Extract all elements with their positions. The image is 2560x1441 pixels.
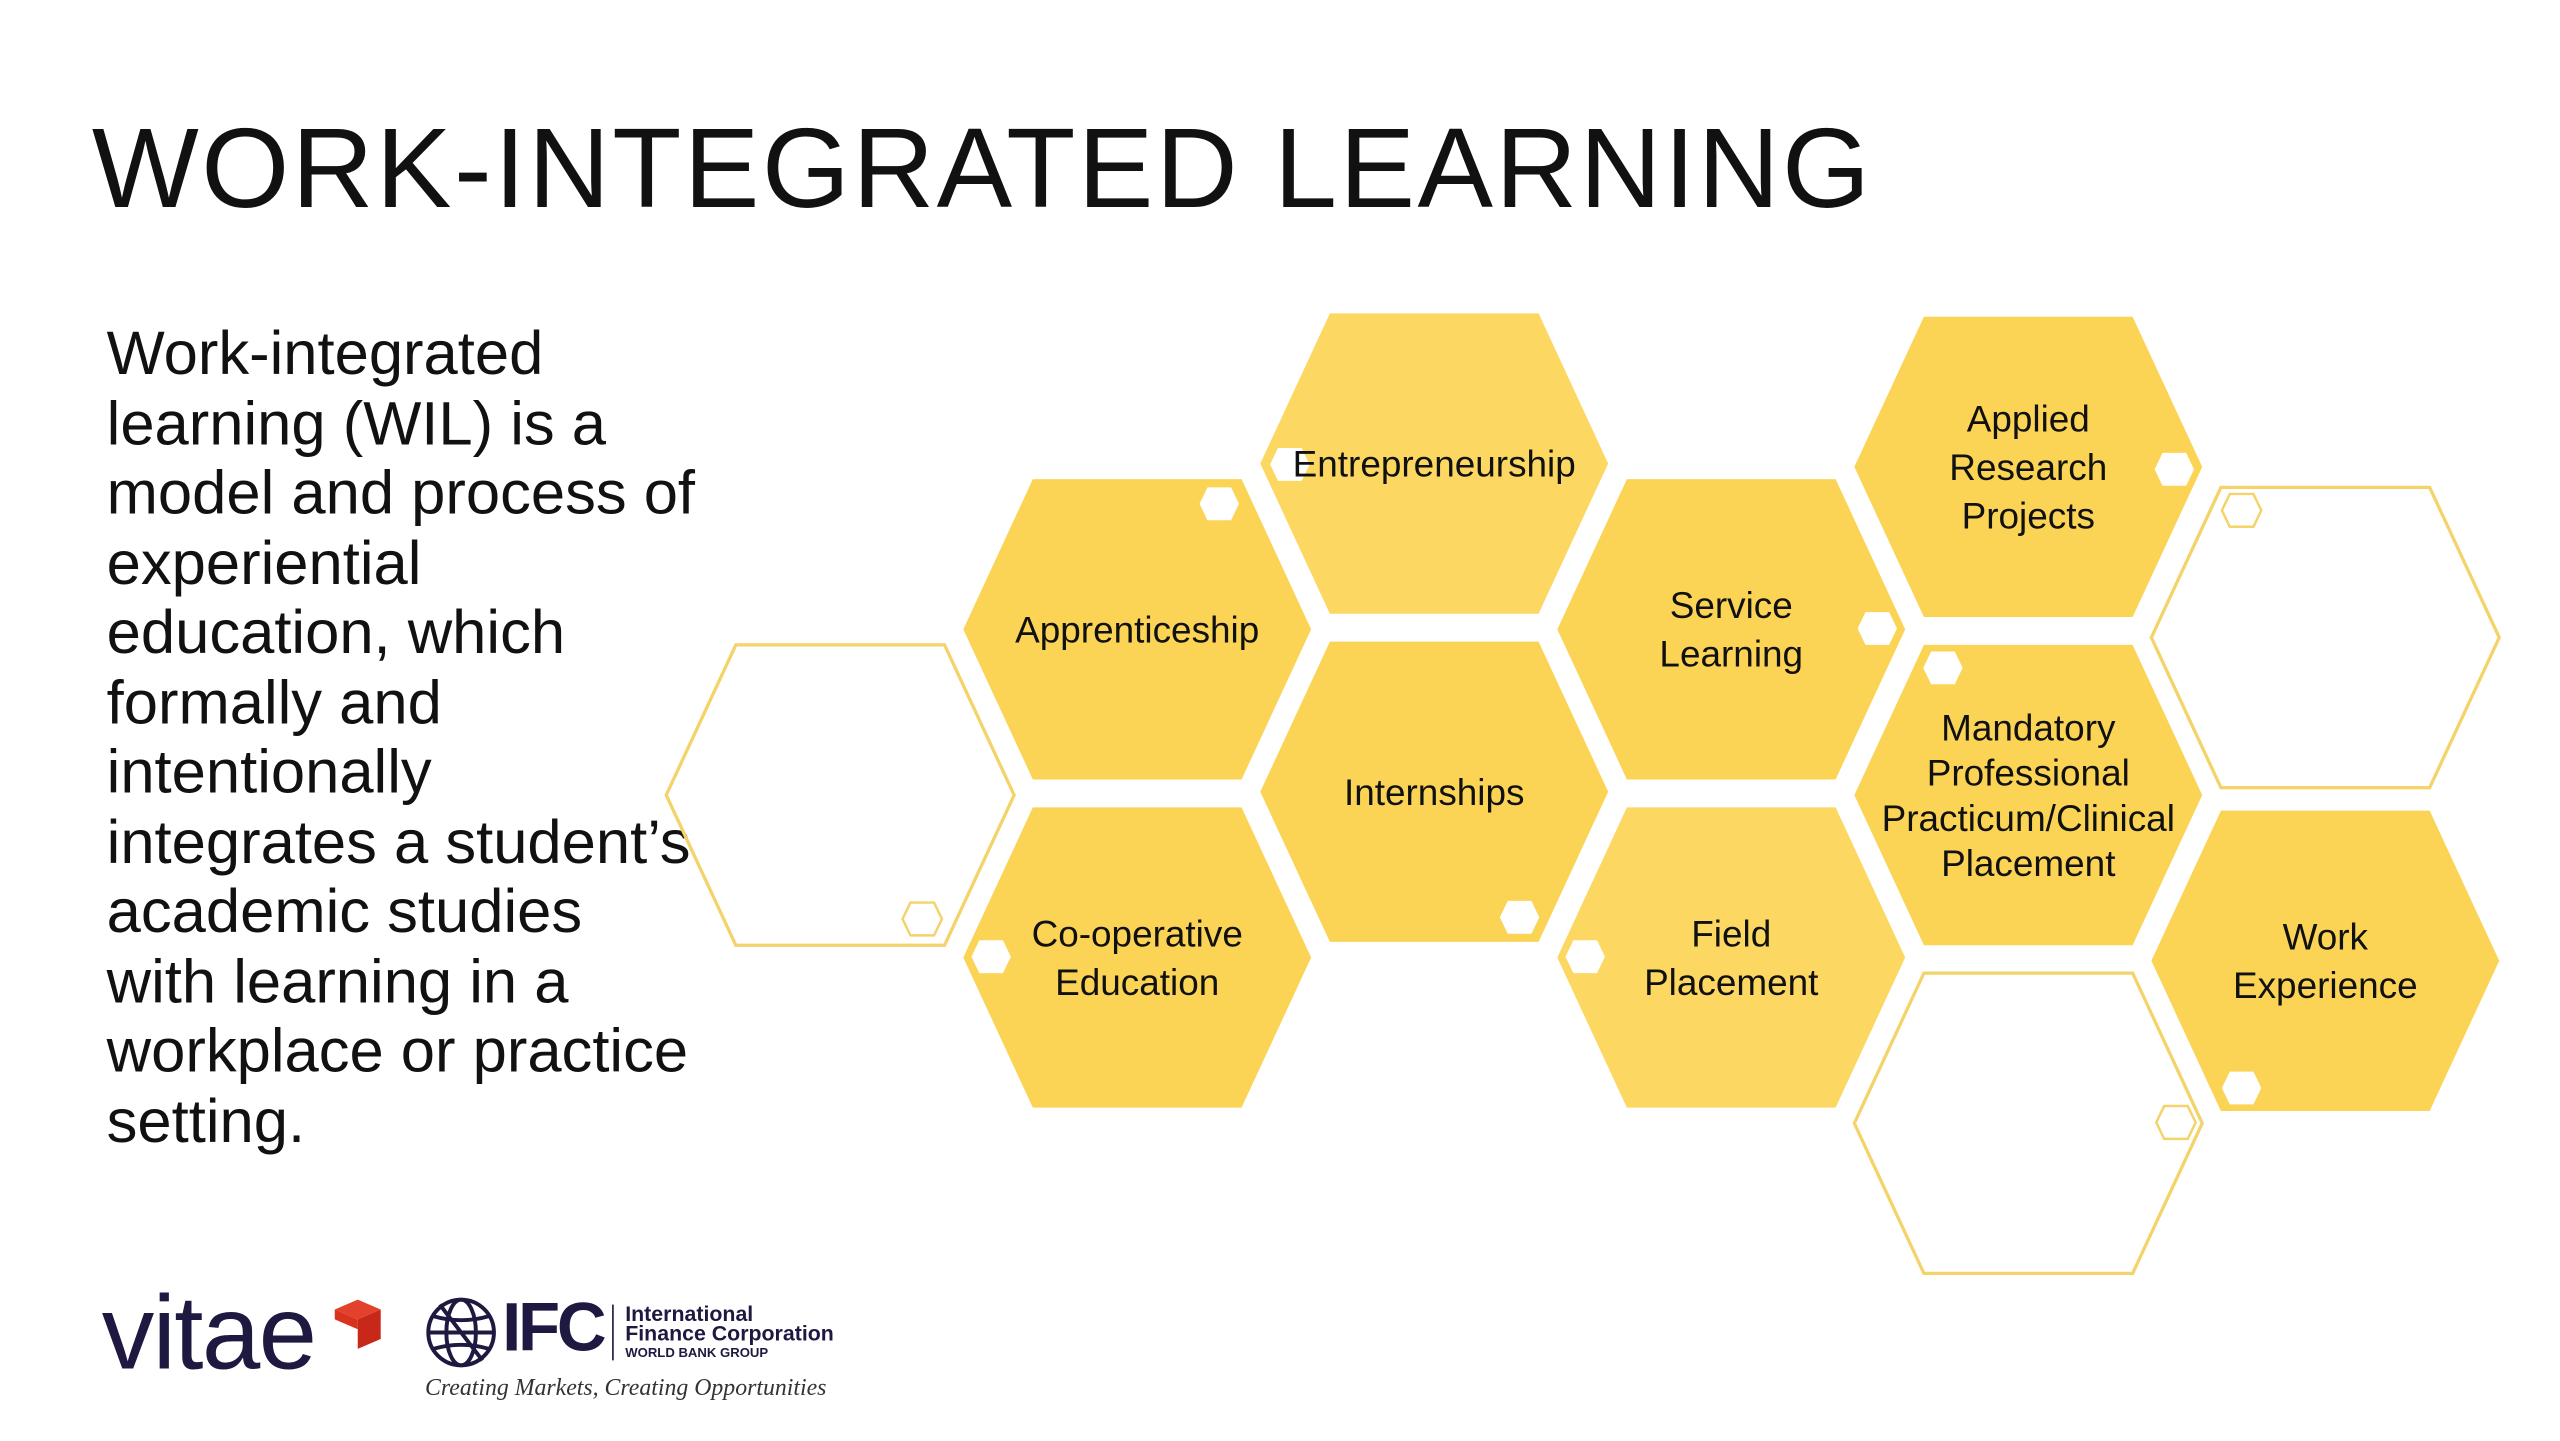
hexagon-tile: Internships xyxy=(1260,641,1609,942)
small-hexagon-icon xyxy=(1499,900,1540,934)
hexagon-shape xyxy=(1260,641,1609,942)
hexagon-tile: Apprenticeship xyxy=(963,479,1312,780)
decorative-hexagon-outline xyxy=(664,643,1016,947)
small-hexagon-icon xyxy=(2154,452,2195,486)
hexagon-label: Learning xyxy=(1659,634,1803,675)
vitae-cube-icon xyxy=(334,1299,381,1349)
ifc-name-line1: International xyxy=(625,1301,754,1326)
ifc-name-line2: Finance Corporation xyxy=(625,1321,834,1346)
hexagon-shape xyxy=(963,479,1312,780)
hexagon-label: Field xyxy=(1691,913,1771,954)
hexagon-label: Placement xyxy=(1941,843,2115,884)
hexagon-label: Professional xyxy=(1927,753,2130,794)
small-hexagon-icon xyxy=(1199,487,1239,521)
hexagon-label: Placement xyxy=(1644,962,1818,1003)
small-hexagon-icon xyxy=(2220,492,2263,528)
hexagon-tile: Entrepreneurship xyxy=(1260,313,1609,614)
small-hexagon-icon xyxy=(1923,651,1963,685)
hexagon-shape xyxy=(2151,810,2500,1111)
ifc-tagline: Creating Markets, Creating Opportunities xyxy=(425,1375,827,1402)
small-hexagon-icon xyxy=(1270,447,1310,481)
hexagon-label: Work xyxy=(2283,917,2369,958)
hexagon-label: Education xyxy=(1055,962,1219,1003)
hexagon-label: Experience xyxy=(2233,965,2418,1006)
ifc-group: WORLD BANK GROUP xyxy=(625,1345,769,1361)
small-hexagon-icon xyxy=(2154,1104,2198,1141)
hexagon-shape xyxy=(1854,644,2203,946)
hexagon-label: Applied xyxy=(1967,399,2090,440)
hexagon-label: Practicum/Clinical xyxy=(1882,798,2175,839)
hexagon-shape xyxy=(1260,313,1609,614)
ifc-globe-icon xyxy=(426,1297,496,1368)
hexagon-shape xyxy=(1854,316,2203,618)
small-hexagon-icon xyxy=(901,901,944,937)
hexagon-label: Co-operative xyxy=(1032,913,1243,954)
hexagon-outline-shape xyxy=(2149,485,2502,790)
hexagon-label: Projects xyxy=(1962,495,2095,536)
hexagon-label: Entrepreneurship xyxy=(1293,444,1576,485)
hexagon-label: Service xyxy=(1670,585,1793,626)
decorative-hexagon-outline xyxy=(2149,485,2502,790)
small-hexagon-icon xyxy=(1857,612,1897,645)
hexagon-label: Research xyxy=(1949,447,2107,488)
wil-description: Work-integrated learning (WIL) is a mode… xyxy=(106,318,696,1155)
hexagon-outline-shape xyxy=(664,643,1016,947)
hexagon-shape xyxy=(1557,479,1906,780)
small-hexagon-icon xyxy=(971,940,1011,974)
small-hexagon-icon xyxy=(1565,940,1605,974)
hexagon-shape xyxy=(1557,807,1906,1108)
hexagon-label: Apprenticeship xyxy=(1015,609,1259,650)
slide-title: WORK-INTEGRATED LEARNING xyxy=(91,105,1873,232)
hexagon-shape xyxy=(963,807,1312,1108)
vitae-logo: vitae xyxy=(101,1273,317,1392)
hexagon-label: Mandatory xyxy=(1941,708,2116,749)
hexagon-label: Internships xyxy=(1344,772,1525,813)
ifc-logo-text: IFC xyxy=(502,1288,606,1366)
small-hexagon-icon xyxy=(2221,1071,2262,1105)
hexagon-tile: MandatoryProfessionalPracticum/ClinicalP… xyxy=(1854,644,2203,946)
ifc-divider xyxy=(612,1304,614,1361)
decorative-hexagon-outline xyxy=(1852,971,2205,1276)
hexagon-outline-shape xyxy=(1852,971,2205,1276)
